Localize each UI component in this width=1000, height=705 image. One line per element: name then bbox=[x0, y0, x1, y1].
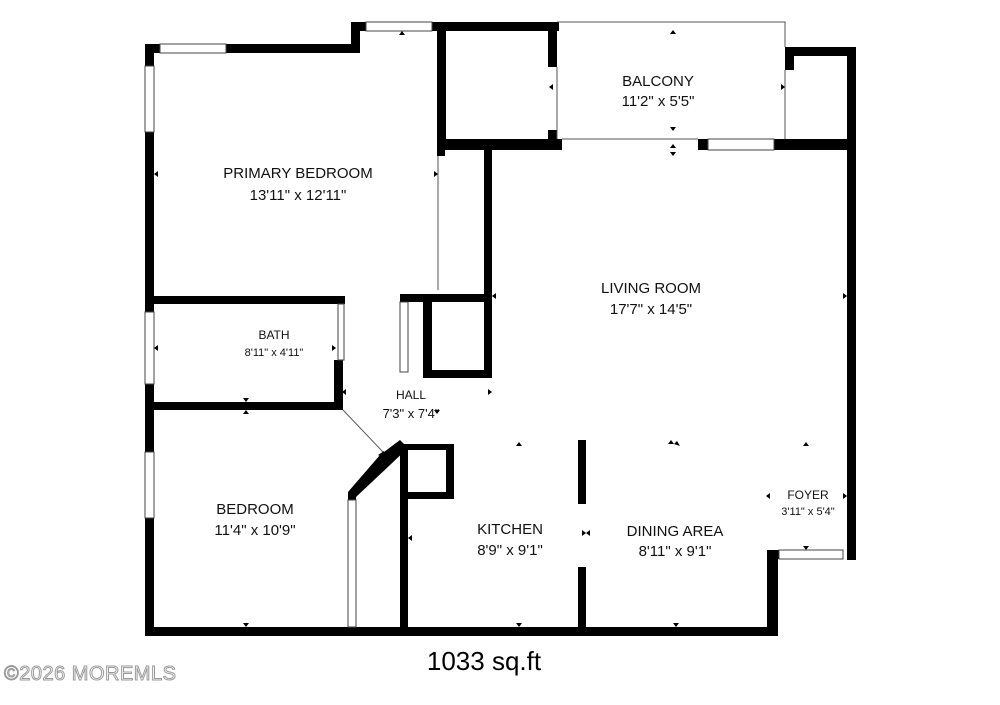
watermark-text: ©2026 MOREMLS bbox=[4, 663, 176, 685]
dining-area-dims: 8'11" x 9'1" bbox=[639, 543, 712, 560]
living-room-dims: 17'7" x 14'5" bbox=[610, 301, 692, 318]
windows bbox=[144, 21, 844, 628]
room-foyer: FOYER 3'11" x 5'4" bbox=[781, 488, 834, 518]
foyer-dims: 3'11" x 5'4" bbox=[781, 506, 834, 518]
primary-bedroom-name: PRIMARY BEDROOM bbox=[223, 165, 372, 182]
bedroom-dims: 11'4" x 10'9" bbox=[214, 522, 295, 539]
dimension-arrows bbox=[154, 30, 847, 627]
bath-dims: 8'11" x 4'11" bbox=[245, 347, 304, 359]
kitchen-dims: 8'9" x 9'1" bbox=[477, 542, 543, 559]
bath-name: BATH bbox=[258, 328, 289, 342]
room-bath: BATH 8'11" x 4'11" bbox=[245, 328, 304, 359]
room-primary-bedroom: PRIMARY BEDROOM 13'11" x 12'11" bbox=[223, 165, 372, 204]
hall-name: HALL bbox=[396, 388, 426, 402]
bedroom-name: BEDROOM bbox=[216, 501, 294, 518]
room-bedroom: BEDROOM 11'4" x 10'9" bbox=[214, 501, 295, 539]
room-balcony: BALCONY 11'2" x 5'5" bbox=[622, 73, 695, 110]
hall-dims: 7'3" x 7'4" bbox=[383, 406, 440, 421]
balcony-dims: 11'2" x 5'5" bbox=[622, 93, 695, 110]
dining-area-name: DINING AREA bbox=[627, 523, 724, 540]
room-hall: HALL 7'3" x 7'4" bbox=[383, 388, 440, 421]
room-dining-area: DINING AREA 8'11" x 9'1" bbox=[627, 523, 724, 560]
total-area-label: 1033 sq.ft bbox=[427, 646, 542, 676]
primary-bedroom-dims: 13'11" x 12'11" bbox=[250, 187, 347, 204]
kitchen-name: KITCHEN bbox=[477, 521, 543, 538]
living-room-name: LIVING ROOM bbox=[601, 280, 701, 297]
foyer-name: FOYER bbox=[787, 488, 829, 502]
room-living-room: LIVING ROOM 17'7" x 14'5" bbox=[601, 280, 701, 318]
balcony-name: BALCONY bbox=[622, 73, 694, 90]
room-kitchen: KITCHEN 8'9" x 9'1" bbox=[477, 521, 543, 559]
